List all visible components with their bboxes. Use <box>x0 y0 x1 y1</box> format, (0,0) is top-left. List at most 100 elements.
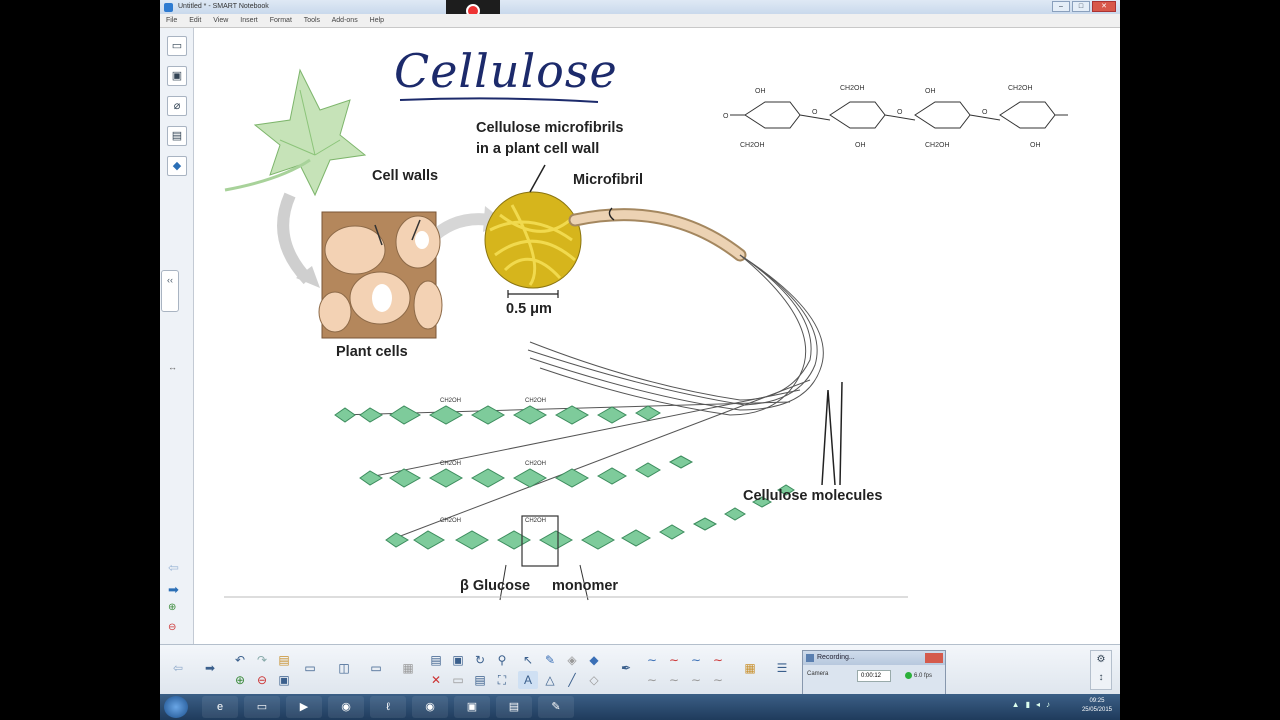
close-button[interactable]: ✕ <box>1092 1 1116 12</box>
delete-icon[interactable]: ⊖ <box>256 673 268 687</box>
taskbar-ie-icon[interactable]: e <box>202 696 238 718</box>
menu-help[interactable]: Help <box>369 17 385 24</box>
resize-arrow-icon[interactable]: ↔ <box>168 362 177 372</box>
forward-arrow-icon[interactable]: ➡ <box>168 582 179 597</box>
undo-icon[interactable]: ↶ <box>234 653 246 667</box>
paste-icon[interactable]: ▤ <box>430 653 442 667</box>
taskbar-chrome-2-icon[interactable]: ◉ <box>412 696 448 718</box>
label-microfibril: Microfibril <box>573 172 644 188</box>
plant-cells-illustration <box>318 211 443 339</box>
redo-icon[interactable]: ↷ <box>256 653 268 667</box>
minimize-button[interactable]: – <box>1052 1 1070 12</box>
svg-text:OH: OH <box>925 88 936 95</box>
taskbar-smart-tools-icon[interactable]: ▣ <box>454 696 490 718</box>
svg-text:CH2OH: CH2OH <box>440 398 461 404</box>
label-cellulose-molecules: Cellulose molecules <box>743 488 883 504</box>
table-icon[interactable]: ▦ <box>402 661 414 675</box>
recorder-fps: 6.0 fps <box>905 670 932 682</box>
slide-heading: Cellulose <box>394 44 618 98</box>
recorder-icon <box>806 654 814 662</box>
fullscreen-icon[interactable]: ⛶ <box>497 673 507 687</box>
taskbar-clock[interactable]: 09:25 25/05/2015 <box>1082 697 1112 715</box>
clock-date: 25/05/2015 <box>1081 707 1112 713</box>
pen-tool-icon[interactable]: ✒ <box>620 661 632 675</box>
taskbar-chrome-icon[interactable]: ◉ <box>328 696 364 718</box>
label-microfibrils-line1: Cellulose microfibrils <box>476 120 624 136</box>
side-panel: ▭ ▣ ⌀ ▤ ◆ ‹‹ ↔ ⇦ ➡ ⊕ ⊖ <box>160 28 194 644</box>
line-style-2-icon[interactable]: ∼ <box>668 653 680 667</box>
svg-text:CH2OH: CH2OH <box>1008 85 1033 92</box>
line-style-6-icon[interactable]: ∼ <box>668 673 680 687</box>
line-style-5-icon[interactable]: ∼ <box>646 673 658 687</box>
notebook-page-canvas[interactable]: CH2OH CH2OH CH2OH CH2OH CH2OH CH2OH <box>200 30 1118 642</box>
addons-tab[interactable]: ◆ <box>167 156 187 176</box>
color-palette-icon[interactable]: ▦ <box>744 661 756 675</box>
sidebar-collapse-handle[interactable]: ‹‹ <box>161 270 179 312</box>
heading-underline <box>399 97 599 103</box>
add-page-icon[interactable]: ⊕ <box>168 602 177 613</box>
shapes-icon[interactable]: △ <box>545 673 555 687</box>
windows-taskbar: e ▭ ▶ ◉ ℓ ◉ ▣ ▤ ✎ ▲▮◂♪ 09:25 25/05/2015 <box>160 694 1120 720</box>
display-icon[interactable]: ▭ <box>370 661 382 675</box>
screen-capture-icon[interactable]: ▣ <box>452 653 464 667</box>
select-icon[interactable]: ↖ <box>522 653 534 667</box>
taskbar-explorer-icon[interactable]: ▭ <box>244 696 280 718</box>
line-icon[interactable]: ╱ <box>568 673 576 687</box>
svg-text:CH2OH: CH2OH <box>840 85 865 92</box>
line-style-3-icon[interactable]: ∼ <box>690 653 702 667</box>
fill-icon[interactable]: ◆ <box>589 653 599 667</box>
comment-icon[interactable]: ▭ <box>452 673 464 687</box>
save-icon[interactable]: ▣ <box>278 673 290 687</box>
add-icon[interactable]: ⊕ <box>234 673 246 687</box>
taskbar-ink-icon[interactable]: ✎ <box>538 696 574 718</box>
measure-icon[interactable]: ⚲ <box>497 653 507 667</box>
taskbar-recorder-icon[interactable]: ▤ <box>496 696 532 718</box>
menu-view[interactable]: View <box>213 17 229 24</box>
system-tray-icons[interactable]: ▲▮◂♪ <box>1011 700 1056 709</box>
magic-pen-icon[interactable]: ◇ <box>589 673 599 687</box>
menu-edit[interactable]: Edit <box>189 17 202 24</box>
svg-text:O: O <box>982 109 988 116</box>
start-button-icon[interactable] <box>164 696 188 718</box>
taskbar-smart-notebook-icon[interactable]: ℓ <box>370 696 406 718</box>
title-bar: Untitled * - SMART Notebook – □ ✕ <box>160 0 1120 14</box>
menu-addons[interactable]: Add-ons <box>331 17 358 24</box>
next-page-icon[interactable]: ➡ <box>204 661 216 675</box>
line-style-4-icon[interactable]: ∼ <box>712 653 724 667</box>
eraser-icon[interactable]: ◈ <box>567 653 577 667</box>
menu-tools[interactable]: Tools <box>303 17 321 24</box>
clear-icon[interactable]: ✕ <box>430 673 442 687</box>
back-arrow-icon[interactable]: ⇦ <box>168 560 179 575</box>
text-icon[interactable]: A <box>518 671 538 689</box>
status-dot-icon <box>905 671 912 679</box>
page-sorter-tab[interactable]: ▭ <box>167 36 187 56</box>
line-style-7-icon[interactable]: ∼ <box>690 673 702 687</box>
delete-page-icon[interactable]: ⊖ <box>168 622 177 633</box>
smart-notebook-window: Untitled * - SMART Notebook – □ ✕ File E… <box>160 0 1120 720</box>
pens-icon[interactable]: ✎ <box>544 653 556 667</box>
label-monomer: monomer <box>552 578 619 594</box>
maximize-button[interactable]: □ <box>1072 1 1090 12</box>
gallery-tab[interactable]: ▣ <box>167 66 187 86</box>
attachments-tab[interactable]: ⌀ <box>167 96 187 116</box>
microfibril-micrograph <box>484 164 582 298</box>
recorder-mode[interactable]: Camera <box>807 671 829 677</box>
page-width-icon[interactable]: ▤ <box>474 673 486 687</box>
taskbar-media-player-icon[interactable]: ▶ <box>286 696 322 718</box>
screen-shade-icon[interactable]: ▭ <box>304 661 316 675</box>
svg-text:OH: OH <box>855 142 866 149</box>
line-style-1-icon[interactable]: ∼ <box>646 653 658 667</box>
menu-insert[interactable]: Insert <box>240 17 258 24</box>
menu-file[interactable]: File <box>166 17 178 24</box>
properties-tab[interactable]: ▤ <box>167 126 187 146</box>
previous-page-icon[interactable]: ⇦ <box>172 661 184 675</box>
line-style-8-icon[interactable]: ∼ <box>712 673 724 687</box>
document-camera-icon[interactable]: ◫ <box>338 661 350 675</box>
refresh-icon[interactable]: ↻ <box>474 653 486 667</box>
new-page-icon[interactable]: ▤ <box>278 653 290 667</box>
toolbar-settings[interactable]: ⚙↕ <box>1090 650 1112 690</box>
recorder-close-button[interactable] <box>925 653 943 663</box>
svg-text:O: O <box>723 113 729 120</box>
menu-format[interactable]: Format <box>269 17 292 24</box>
properties-icon[interactable]: ☰ <box>776 661 788 675</box>
